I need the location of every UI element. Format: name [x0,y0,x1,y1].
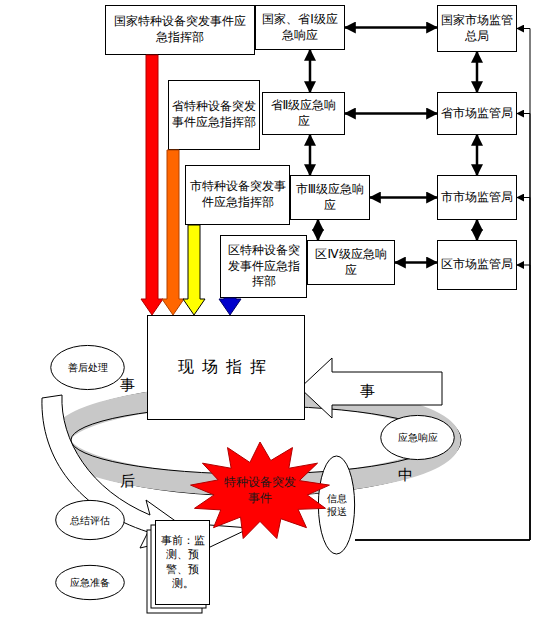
command-arrow [219,298,241,315]
node-text: 现场指挥 [178,357,274,378]
node-text: 国家特种设备突发事件应急指挥部 [109,14,251,45]
node-text: 市Ⅲ级应急响应 [294,182,366,213]
process-box: 国家、省Ⅰ级应急响应 [255,5,345,50]
command-arrow [141,55,163,315]
command-arrow [162,150,184,315]
process-box: 省市场监管局 [437,92,517,135]
node-text: 总结评估 [66,514,114,527]
node-text: 区Ⅳ级应急响应 [311,247,391,278]
stage-ellipse: 善后处理 [50,345,125,390]
link-arrow [370,196,437,199]
link-arrow [309,135,312,175]
process-box: 国家市场监管总局 [437,5,517,52]
link-arrow [476,220,479,240]
process-box: 市特种设备突发事件应急指挥部 [185,165,290,225]
stage-ellipse: 应急响应 [380,415,455,460]
stage-ellipse: 信息报送 [318,455,355,555]
node-text: 国家、省Ⅰ级应急响应 [259,12,341,43]
process-box: 省特种设备突发事件应急指挥部 [168,80,260,150]
event-starburst: 特种设备突发事件 [190,442,330,540]
link-arrow [476,52,479,92]
link-arrow [345,26,437,29]
phase-label: 中 [398,466,413,485]
process-box: 市市场监管局 [437,175,517,220]
phase-label: 后 [120,472,135,491]
node-text: 事前：监测、预警、预测。 [159,534,206,591]
hollow-arrow [300,358,442,418]
phase-label: 事 [120,376,135,395]
node-text: 市特种设备突发事件应急指挥部 [189,179,286,210]
process-box: 现场指挥 [147,315,305,420]
process-box: 区市场监管局 [437,240,517,290]
process-box: 区特种设备突发事件应急指挥部 [220,235,307,298]
link-arrow [476,135,479,175]
phase-label: 事 [360,382,375,401]
node-text: 省特种设备突发事件应急指挥部 [172,99,256,130]
node-text: 特种设备突发事件 [221,475,299,506]
process-box: 事前：监测、预警、预测。 [155,520,210,605]
node-text: 国家市场监管总局 [441,13,513,44]
process-box: 区Ⅳ级应急响应 [307,240,395,285]
node-text: 应急响应 [394,431,442,444]
link-arrow [395,261,437,264]
link-arrow [309,50,312,92]
node-text: 善后处理 [64,361,112,374]
process-box: 市Ⅲ级应急响应 [290,175,370,220]
report-line [355,114,530,541]
node-text: 区特种设备突发事件应急指挥部 [224,243,303,290]
stage-ellipse: 应急准备 [55,565,125,600]
ellipse-shape [318,455,355,555]
node-text: 信息报送 [325,492,349,518]
node-text: 应急准备 [66,576,114,589]
report-line [355,265,530,540]
link-arrow [345,112,437,115]
node-text: 省市场监管局 [441,106,513,122]
node-text: 市市场监管局 [441,190,513,206]
node-text: 省Ⅱ级应急响应 [266,98,341,129]
process-box: 省Ⅱ级应急响应 [262,92,345,135]
node-text: 区市场监管局 [441,257,513,273]
command-arrow [183,225,205,315]
stage-ellipse: 总结评估 [55,500,125,540]
process-box: 国家特种设备突发事件应急指挥部 [105,5,255,55]
link-arrow [317,220,320,240]
